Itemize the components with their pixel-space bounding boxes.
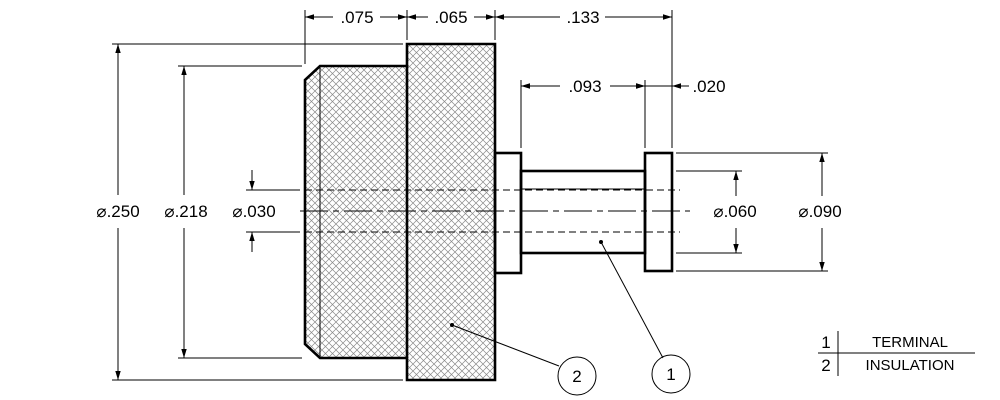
balloon-insulation: 2 — [450, 323, 597, 396]
bom-item-2: 2 — [821, 356, 830, 375]
dim-diameter-hole: ⌀.030 — [232, 202, 275, 221]
insulation-body — [303, 42, 497, 382]
balloon-number-2: 2 — [572, 367, 581, 386]
balloon-number-1: 1 — [666, 365, 675, 384]
bom-desc-1: TERMINAL — [872, 334, 948, 351]
dim-length-head: .020 — [692, 77, 725, 96]
balloon-terminal: 1 — [599, 240, 691, 394]
dim-length-insulation: .065 — [434, 8, 467, 27]
dim-diameter-outer: ⌀.250 — [96, 202, 139, 221]
dim-length-shank: .093 — [568, 77, 601, 96]
dim-length-terminal: .133 — [566, 8, 599, 27]
dim-diameter-flange: ⌀.218 — [164, 202, 207, 221]
vertical-dimensions — [112, 43, 828, 381]
bom-desc-2: INSULATION — [866, 357, 955, 374]
hidden-lines — [300, 189, 690, 233]
terminal-pin — [493, 151, 674, 275]
bom-table: 1 TERMINAL 2 INSULATION — [818, 331, 975, 376]
dim-diameter-head: ⌀.090 — [798, 202, 841, 221]
horizontal-dimensions — [304, 10, 689, 148]
dim-diameter-shank: ⌀.060 — [713, 202, 756, 221]
bom-item-1: 1 — [821, 333, 830, 352]
dim-length-flange: .075 — [340, 8, 373, 27]
